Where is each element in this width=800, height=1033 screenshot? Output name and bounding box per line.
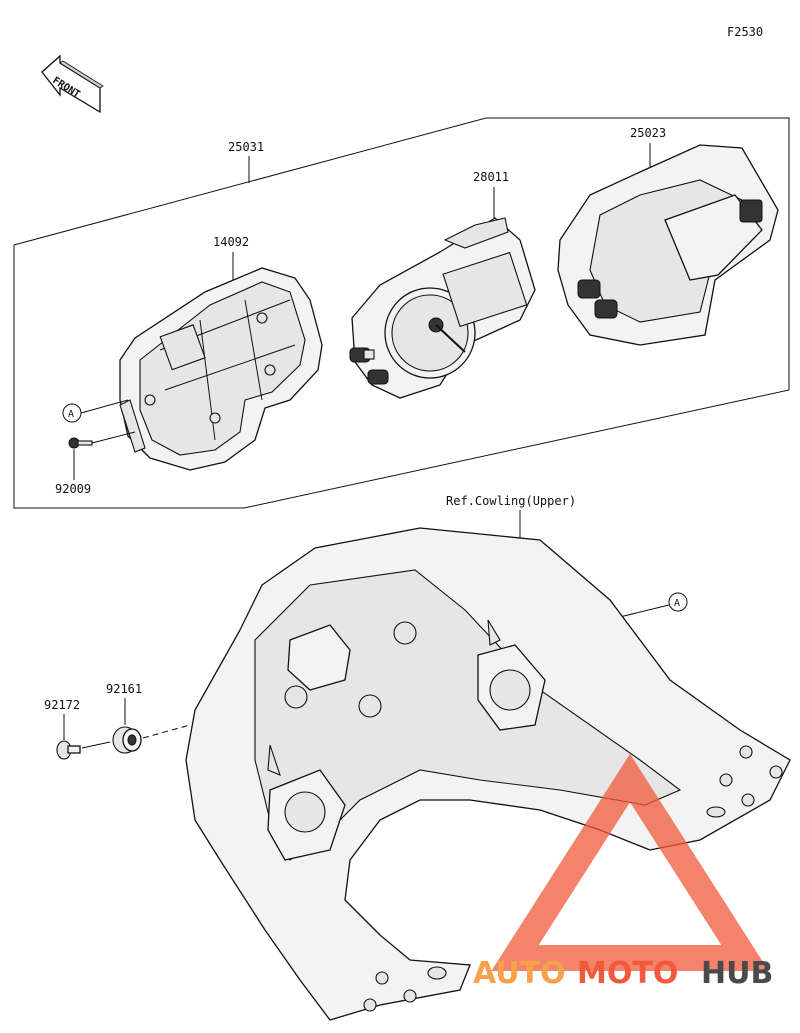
callout-a-upper-label: A	[68, 409, 74, 420]
svg-text:MOTO: MOTO	[577, 956, 678, 991]
callout-a-lower	[668, 592, 688, 612]
meter-case-lower	[119, 267, 323, 471]
label-14092: 14092	[213, 235, 249, 249]
watermark-text: AUTO MOTO HUB	[473, 956, 773, 991]
watermark-logo	[491, 753, 769, 971]
label-92009: 92009	[55, 482, 91, 496]
leader-damper-dash	[142, 724, 191, 739]
assembly-box	[13, 117, 790, 509]
callout-a-lower-label: A	[674, 598, 680, 609]
leader-screw-damper	[81, 741, 111, 749]
meter-cover-upper	[557, 144, 779, 346]
label-92161: 92161	[106, 682, 142, 696]
diagram-code: F2530	[727, 25, 763, 39]
damper-92161-icon	[112, 726, 142, 754]
leader-a-upper	[80, 399, 129, 414]
cowling-upper	[185, 527, 791, 1021]
label-25031: 25031	[228, 140, 264, 154]
svg-text:HUB: HUB	[701, 956, 773, 991]
gauge-board	[349, 217, 536, 399]
screw-92172-icon	[56, 740, 81, 760]
front-arrow-icon: FRONT	[41, 54, 104, 114]
label-92172: 92172	[44, 698, 80, 712]
label-25023: 25023	[630, 126, 666, 140]
svg-text:AUTO: AUTO	[473, 956, 566, 991]
ref-cowling-label: Ref.Cowling(Upper)	[446, 494, 576, 508]
screw-92009-icon	[68, 437, 93, 449]
label-28011: 28011	[473, 170, 509, 184]
leader-screw	[91, 431, 136, 444]
